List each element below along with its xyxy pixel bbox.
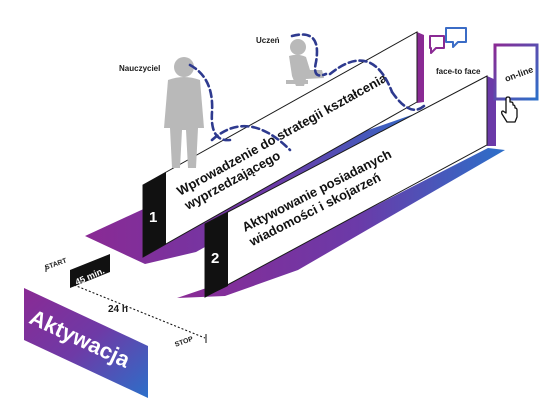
span-label: 24 h	[108, 304, 128, 315]
panel-1-side	[417, 32, 424, 103]
interaction-arcs	[188, 33, 426, 152]
step-1-number-tab	[143, 172, 166, 257]
stop-marker: STOP	[174, 336, 194, 349]
step-1-number: 1	[149, 209, 157, 226]
hand-cursor-icon	[501, 96, 518, 123]
teacher-figure	[164, 57, 204, 168]
step-2-number: 2	[211, 250, 219, 267]
online-badge	[493, 43, 539, 101]
timeline	[45, 266, 207, 343]
phase-badge	[24, 288, 148, 398]
duration-badge	[70, 254, 110, 288]
face-to-face-icon	[429, 27, 467, 54]
floor-shadow-step-2	[177, 148, 505, 298]
teacher-label: Nauczyciel	[119, 64, 160, 73]
face-to-face-label: face-to face	[436, 67, 481, 76]
student-figure	[286, 39, 324, 86]
student-label: Uczeń	[256, 36, 280, 45]
step-2-number-tab	[205, 212, 228, 297]
start-marker: START	[44, 257, 69, 272]
